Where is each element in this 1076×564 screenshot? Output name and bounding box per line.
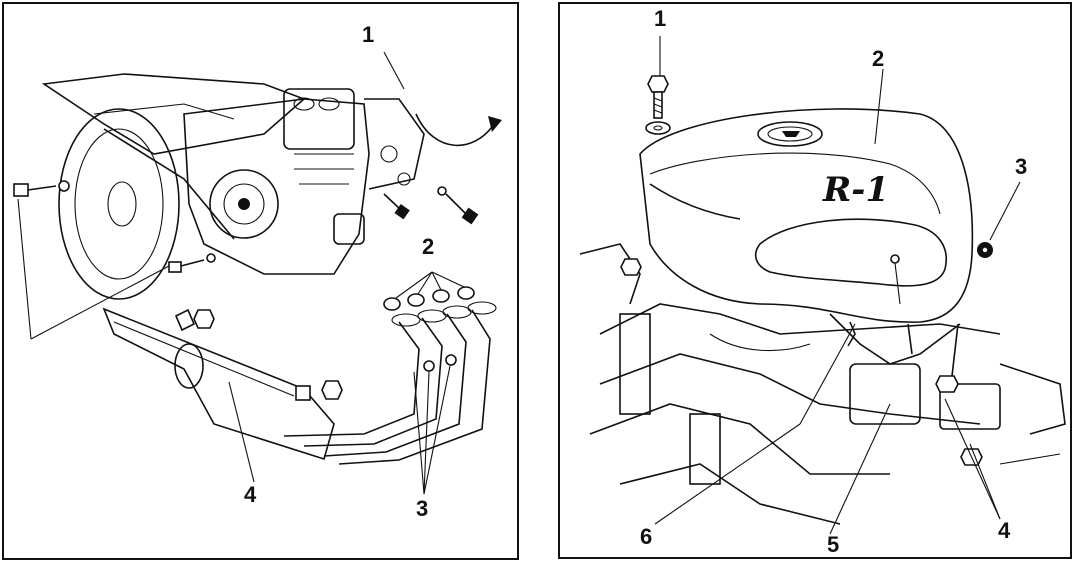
fuel-tank-line-art (579, 36, 1066, 535)
leader-lines (654, 36, 1021, 535)
callout-3: 3 (1015, 154, 1028, 179)
engine (183, 98, 370, 275)
callout-6: 6 (640, 524, 653, 549)
callout-4: 4 (998, 518, 1011, 543)
fuel-tank-removal-illustration: R-1 1 2 3 4 5 6 (558, 2, 1072, 559)
callout-1: 1 (654, 6, 667, 31)
callout-3: 3 (416, 496, 429, 521)
exhaust-removal-illustration: 1 2 3 4 (2, 2, 519, 560)
exhaust-header-pipes (283, 301, 497, 465)
rotation-arrow (415, 113, 495, 147)
muffler (102, 307, 343, 461)
exhaust-line-art (13, 51, 502, 495)
frame (41, 73, 306, 155)
callout-4: 4 (244, 482, 257, 507)
callout-5: 5 (827, 532, 840, 557)
small-bolts (847, 242, 993, 466)
callout-2: 2 (872, 46, 885, 71)
exhaust-gaskets (383, 286, 475, 311)
bolt-right-2 (383, 193, 410, 220)
rear-wheel (58, 108, 180, 300)
radiator-bracket (364, 98, 425, 190)
callout-1: 1 (362, 22, 375, 47)
bolt-lower (168, 253, 216, 273)
fuel-tank (639, 108, 974, 323)
tank-mount-bolt (645, 75, 671, 135)
bolt-right-1 (437, 186, 479, 225)
callout-2: 2 (422, 234, 435, 259)
tank-logo: R-1 (823, 170, 890, 210)
bolt-left (13, 180, 70, 197)
leader-lines (17, 51, 465, 495)
frame-and-engine (579, 243, 1066, 525)
